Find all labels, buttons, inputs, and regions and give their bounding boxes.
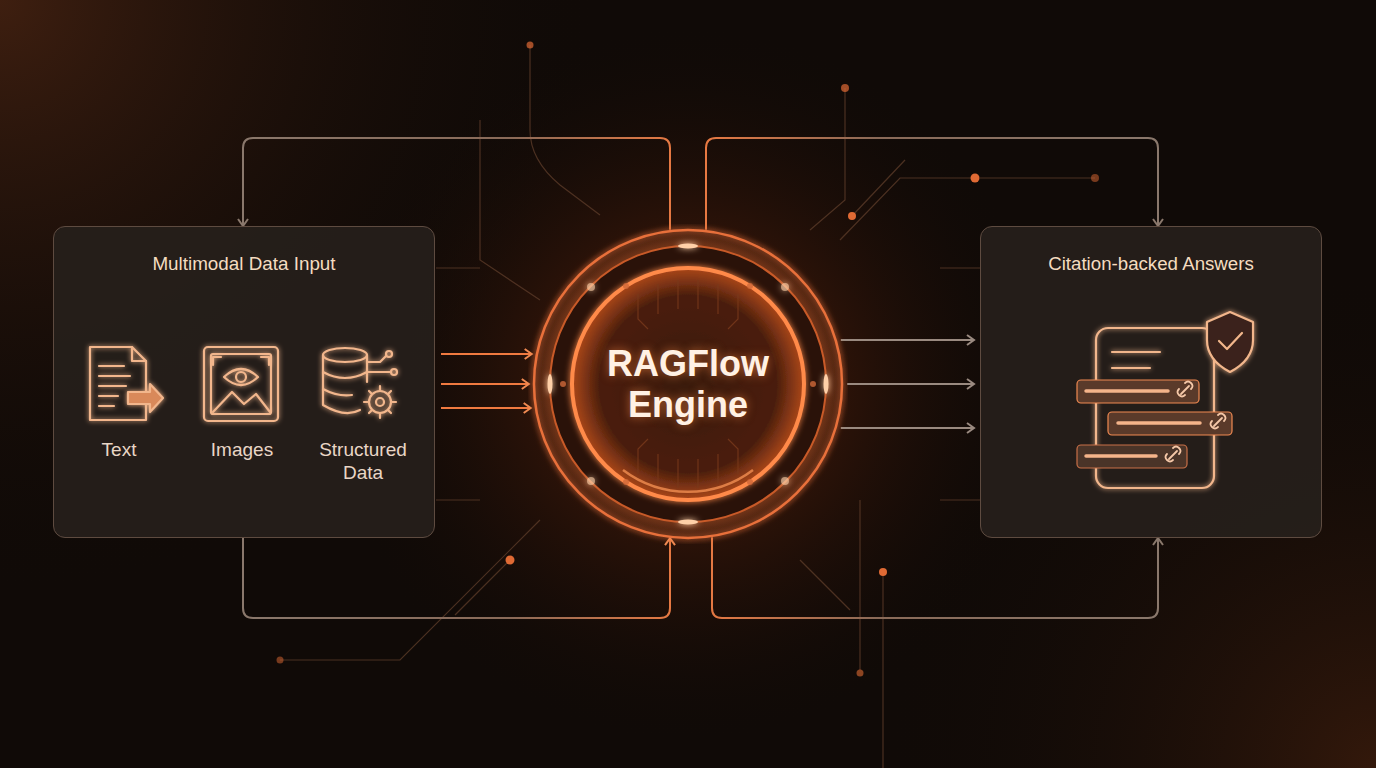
icon-label: Structured Data bbox=[308, 439, 418, 485]
icon-label: Images bbox=[187, 439, 297, 462]
connector-line bbox=[243, 538, 670, 618]
engine-label: RAGFlow Engine bbox=[588, 343, 788, 426]
flow-connector bbox=[712, 537, 1158, 618]
panel-title: Citation-backed Answers bbox=[981, 253, 1321, 275]
connector-line bbox=[712, 537, 1158, 618]
flow-connector bbox=[441, 354, 532, 408]
flow-connector bbox=[243, 138, 670, 230]
panel-title: Multimodal Data Input bbox=[54, 253, 434, 275]
flow-connector bbox=[243, 538, 670, 618]
connector-line bbox=[841, 427, 974, 429]
icon-label: Text bbox=[64, 439, 174, 462]
panel-box: Multimodal Data InputText Images Structure… bbox=[53, 226, 435, 538]
flow-connector bbox=[841, 340, 974, 428]
engine-circle: RAGFlow Engine bbox=[528, 224, 848, 544]
image-icon bbox=[204, 347, 278, 421]
connector-line bbox=[441, 383, 529, 385]
flow-connector bbox=[706, 138, 1158, 230]
connector-line bbox=[441, 353, 532, 355]
citation-bars bbox=[1077, 380, 1232, 468]
answer-document-icon bbox=[1096, 312, 1253, 488]
connector-line bbox=[441, 407, 531, 409]
connector-line bbox=[841, 339, 974, 341]
text-icon bbox=[90, 347, 163, 420]
connector-line bbox=[243, 138, 670, 230]
connector-line bbox=[706, 138, 1158, 230]
database-icon bbox=[323, 348, 397, 418]
panel-box: Citation-backed Answers bbox=[980, 226, 1322, 538]
connector-line bbox=[847, 383, 974, 385]
